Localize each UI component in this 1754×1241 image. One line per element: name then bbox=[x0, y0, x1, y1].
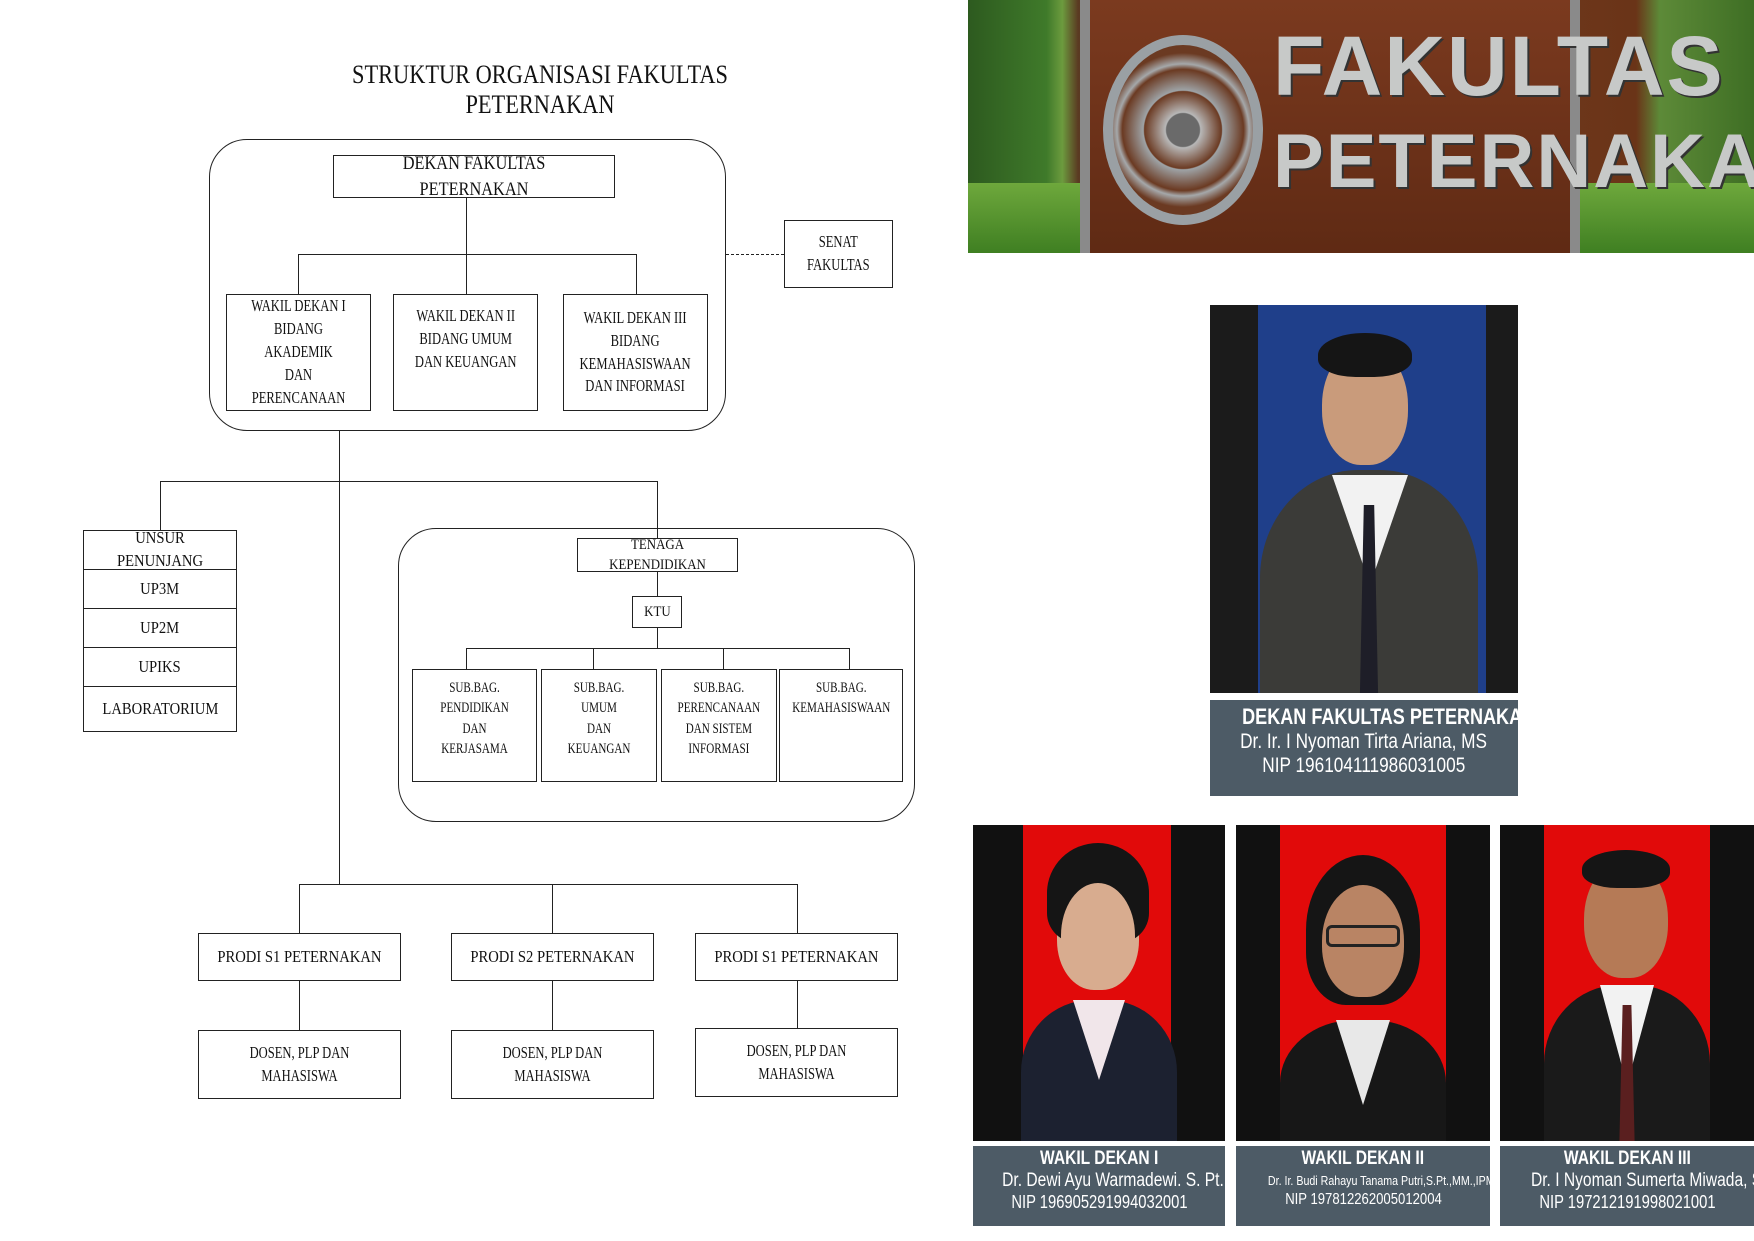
support-unit-item: UP2M bbox=[83, 608, 237, 648]
vice-dean-1-photo bbox=[973, 825, 1225, 1141]
connector bbox=[299, 980, 300, 1030]
connector bbox=[552, 884, 553, 933]
connector bbox=[593, 648, 594, 669]
staff-group bbox=[398, 528, 915, 822]
sign-text-line1: FAKULTAS bbox=[1273, 19, 1725, 113]
connector bbox=[298, 254, 636, 255]
staff-box: TENAGA KEPENDIDIKAN bbox=[577, 537, 738, 573]
connector bbox=[466, 254, 467, 294]
connector bbox=[466, 198, 467, 254]
connector bbox=[466, 648, 467, 669]
support-unit-item: UPIKS bbox=[83, 647, 237, 687]
dean-box: DEKAN FAKULTAS PETERNAKAN bbox=[333, 153, 615, 200]
vice-dean-1-caption: WAKIL DEKAN I Dr. Dewi Ayu Warmadewi. S.… bbox=[973, 1146, 1268, 1226]
connector bbox=[657, 571, 658, 596]
connector bbox=[466, 648, 849, 649]
connector bbox=[797, 980, 798, 1028]
program-box: PRODI S1 PETERNAKAN bbox=[198, 933, 401, 981]
connector bbox=[160, 481, 657, 482]
connector bbox=[339, 431, 340, 884]
connector bbox=[299, 884, 797, 885]
dean-caption: DEKAN FAKULTAS PETERNAKAN Dr. Ir. I Nyom… bbox=[1210, 700, 1535, 796]
senate-connector bbox=[726, 254, 784, 255]
vice-dean-2-caption: WAKIL DEKAN II Dr. Ir. Budi Rahayu Tanam… bbox=[1236, 1146, 1559, 1226]
connector bbox=[849, 648, 850, 669]
faculty-sign-photo: FAKULTAS PETERNAKAN bbox=[968, 0, 1754, 253]
connector bbox=[299, 884, 300, 933]
program-box: PRODI S2 PETERNAKAN bbox=[451, 933, 654, 981]
connector bbox=[552, 980, 553, 1030]
connector bbox=[797, 884, 798, 933]
support-unit-item: LABORATORIUM bbox=[83, 686, 237, 732]
connector bbox=[723, 648, 724, 669]
leadership-group bbox=[209, 139, 726, 431]
vice-dean-2-photo bbox=[1236, 825, 1490, 1141]
ktu-box: KTU bbox=[632, 596, 682, 628]
connector bbox=[657, 628, 658, 648]
sign-text-line2: PETERNAKAN bbox=[1273, 119, 1754, 204]
dean-photo bbox=[1210, 305, 1518, 693]
connector bbox=[636, 254, 637, 294]
vice-dean-3-photo bbox=[1500, 825, 1754, 1141]
support-unit-header: UNSUR PENUNJANG bbox=[83, 528, 237, 570]
support-unit-item: UP3M bbox=[83, 569, 237, 609]
university-seal-icon bbox=[1103, 35, 1263, 225]
vice-dean-3-caption: WAKIL DEKAN III Dr. I Nyoman Sumerta Miw… bbox=[1500, 1146, 1754, 1226]
subdivision-box: SUB.BAG.KEMAHASISWAAN bbox=[779, 669, 903, 782]
glasses-icon bbox=[1326, 925, 1400, 947]
connector bbox=[160, 481, 161, 530]
program-box: PRODI S1 PETERNAKAN bbox=[695, 933, 898, 981]
connector bbox=[657, 481, 658, 540]
page-title: STRUKTUR ORGANISASI FAKULTAS PETERNAKAN bbox=[352, 60, 728, 119]
connector bbox=[298, 254, 299, 294]
